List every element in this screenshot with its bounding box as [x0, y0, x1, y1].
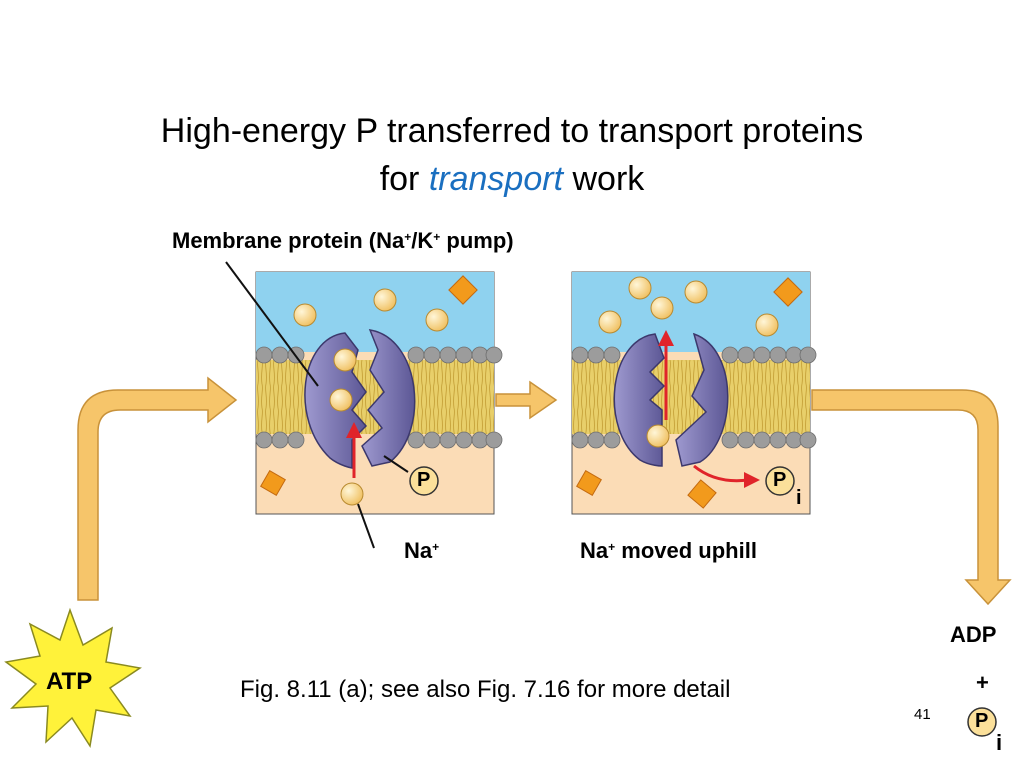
- sup-1: +: [404, 230, 412, 244]
- na-text: Na: [404, 538, 433, 563]
- na-sup: +: [432, 540, 440, 554]
- atp-label: ATP: [46, 668, 93, 695]
- panel-1: [225, 261, 503, 549]
- title-prefix: for: [379, 160, 420, 198]
- title-emphasis: transport: [428, 160, 564, 198]
- na-moved-sup: +: [608, 540, 616, 554]
- title-suffix: work: [572, 160, 645, 198]
- phosphate-label: P: [417, 469, 431, 491]
- figure-caption: Fig. 8.11 (a); see also Fig. 7.16 for mo…: [240, 676, 731, 703]
- protein2-right-half: [675, 332, 729, 467]
- na-moved-label: Na+ moved uphill: [580, 538, 757, 564]
- page-number: 41: [914, 706, 931, 723]
- adp-pi-label-p: P: [975, 710, 989, 732]
- membrane-protein-mid: /K: [411, 228, 434, 253]
- flow-arrow-right: [811, 389, 1012, 606]
- adp-label: ADP: [950, 622, 997, 647]
- flow-arrow-left-shape: [77, 376, 238, 601]
- plus-label: +: [976, 670, 989, 695]
- pi-circle: [765, 466, 795, 496]
- pi-label-p: P: [773, 469, 787, 491]
- membrane-protein-text: Membrane protein (Na: [172, 228, 405, 253]
- phosphate-circle: [409, 466, 439, 496]
- protein-right-half: [361, 329, 416, 467]
- na-moved-end: moved uphill: [615, 538, 757, 563]
- adp-pi-label-i: i: [996, 730, 1003, 755]
- membrane-protein-end: pump): [440, 228, 514, 253]
- title-line-2: for transport work: [0, 160, 1024, 199]
- title-line-1: High-energy P transferred to transport p…: [160, 112, 864, 150]
- membrane-protein-label: Membrane protein (Na+/K+ pump): [172, 228, 514, 254]
- adp-pi-circle: [967, 707, 997, 737]
- atp-starburst: [4, 607, 142, 749]
- panel-2: [571, 271, 817, 515]
- na-moved-text: Na: [580, 538, 609, 563]
- na-label: Na+: [404, 538, 439, 564]
- sup-2: +: [433, 230, 441, 244]
- flow-arrow-left: [86, 386, 238, 598]
- pi-label-i: i: [796, 487, 802, 509]
- flow-arrow-middle: [495, 380, 558, 420]
